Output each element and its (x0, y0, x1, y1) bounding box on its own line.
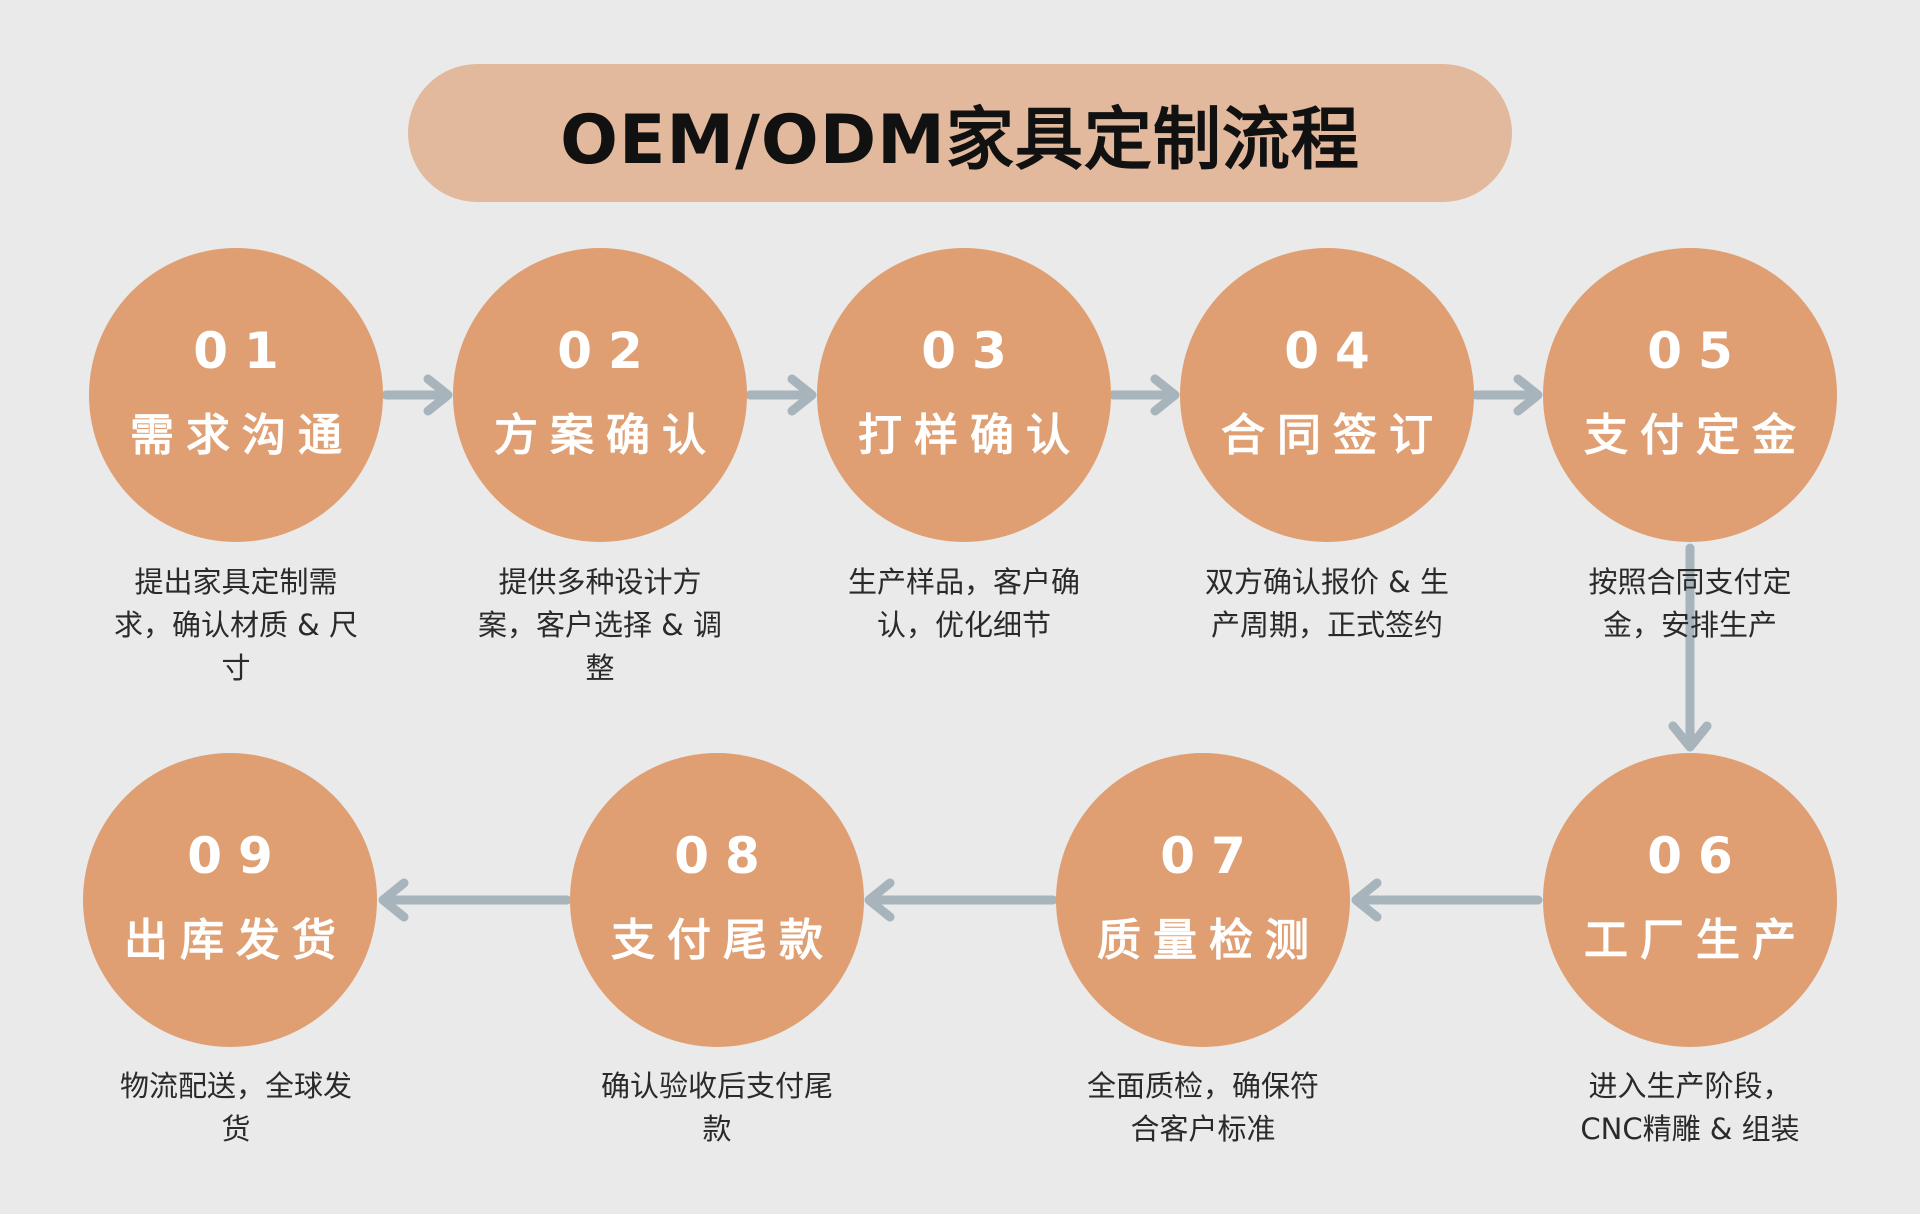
step-circle-06: 06 工厂生产 (1543, 753, 1837, 1047)
step-name: 工厂生产 (1584, 915, 1808, 966)
step-desc-07: 全面质检，确保符合客户标准 (1086, 1069, 1319, 1146)
step-circle-01: 01 需求沟通 (89, 248, 383, 542)
step-circle-02: 02 方案确认 (453, 248, 747, 542)
step-number: 06 (1647, 827, 1749, 885)
step-name: 打样确认 (858, 410, 1082, 461)
step-name: 需求沟通 (130, 410, 354, 461)
step-name: 合同签订 (1221, 410, 1445, 461)
arrow-right-4-5 (1471, 374, 1543, 416)
arrow-down-5-6 (1668, 543, 1712, 752)
step-number: 01 (193, 322, 295, 380)
arrow-right-2-3 (745, 374, 817, 416)
step-circle-09: 09 出库发货 (83, 753, 377, 1047)
page-title: OEM/ODM家具定制流程 (560, 100, 1360, 180)
step-desc-05: 按照合同支付定金，安排生产 (1588, 565, 1792, 642)
step-desc-09: 物流配送，全球发货 (119, 1069, 352, 1146)
step-number: 02 (557, 322, 659, 380)
step-circle-08: 08 支付尾款 (570, 753, 864, 1047)
step-circle-07: 07 质量检测 (1056, 753, 1350, 1047)
arrow-left-6-7 (1351, 878, 1543, 922)
arrow-left-7-8 (864, 878, 1058, 922)
step-number: 05 (1647, 322, 1749, 380)
step-desc-08: 确认验收后支付尾款 (600, 1069, 833, 1146)
step-name: 质量检测 (1097, 915, 1321, 966)
step-circle-04: 04 合同签订 (1180, 248, 1474, 542)
arrow-left-8-9 (378, 878, 572, 922)
step-number: 07 (1160, 827, 1262, 885)
step-desc-06: 进入生产阶段，CNC精雕 & 组装 (1580, 1069, 1800, 1146)
step-name: 支付定金 (1584, 410, 1808, 461)
arrow-right-1-2 (381, 374, 453, 416)
step-desc-01: 提出家具定制需求，确认材质 & 尺寸 (113, 565, 359, 685)
step-desc-03: 生产样品，客户确认，优化细节 (847, 565, 1080, 642)
step-circle-05: 05 支付定金 (1543, 248, 1837, 542)
step-name: 方案确认 (494, 410, 718, 461)
step-number: 04 (1284, 322, 1386, 380)
step-number: 09 (187, 827, 289, 885)
step-desc-02: 提供多种设计方案，客户选择 & 调整 (477, 565, 723, 685)
step-circle-03: 03 打样确认 (817, 248, 1111, 542)
title-banner: OEM/ODM家具定制流程 (408, 64, 1512, 202)
step-name: 支付尾款 (611, 915, 835, 966)
step-number: 08 (674, 827, 776, 885)
step-name: 出库发货 (124, 915, 348, 966)
step-number: 03 (921, 322, 1023, 380)
arrow-right-3-4 (1108, 374, 1180, 416)
step-desc-04: 双方确认报价 & 生产周期，正式签约 (1204, 565, 1450, 642)
